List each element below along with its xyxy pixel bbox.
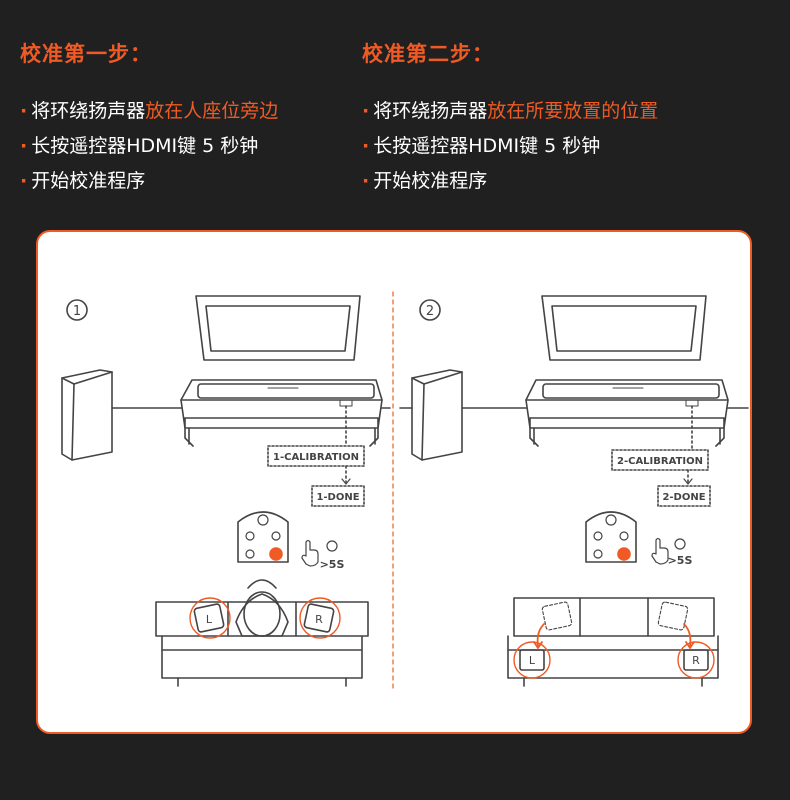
bullet-dot: · xyxy=(20,170,28,192)
tv-icon xyxy=(195,295,361,361)
hand-pointer-icon xyxy=(651,537,669,565)
calibration-box xyxy=(611,449,709,471)
step2-bullet: ·长按遥控器HDMI键 5 秒钟 xyxy=(362,129,742,164)
move-arrow-right-icon xyxy=(683,623,692,647)
tv-stand-icon xyxy=(525,379,729,447)
speaker-left-label: L xyxy=(206,613,213,626)
setup-diagram: 1 xyxy=(61,291,749,693)
bullet-text: 长按遥控器HDMI键 5 秒钟 xyxy=(31,135,259,157)
speaker-origin-right xyxy=(657,601,689,631)
bullet-dot: · xyxy=(362,135,370,157)
hand-pointer-icon xyxy=(301,539,319,567)
step-number-circle xyxy=(66,299,88,321)
bullet-dot: · xyxy=(362,100,370,122)
speaker-right-label: R xyxy=(315,613,323,626)
tv-stand-icon xyxy=(180,379,383,447)
clock-icon xyxy=(326,540,338,552)
done-box xyxy=(657,485,711,507)
step2-title: 校准第二步： xyxy=(362,42,494,66)
speaker-highlight-ring xyxy=(189,597,231,639)
bullet-highlight: 放在人座位旁边 xyxy=(145,100,279,122)
speaker-origin-left xyxy=(541,601,573,631)
speaker-highlight-ring xyxy=(677,641,715,679)
arrow-down-icon xyxy=(341,478,351,485)
bullet-dot: · xyxy=(362,170,370,192)
step2-bullets: ·将环绕扬声器放在所要放置的位置 ·长按遥控器HDMI键 5 秒钟 ·开始校准程… xyxy=(362,94,742,199)
done-box xyxy=(311,485,365,507)
speaker-right-label: R xyxy=(692,654,700,667)
bullet-text: 开始校准程序 xyxy=(373,170,488,192)
subwoofer-icon xyxy=(411,369,463,461)
clock-icon xyxy=(674,538,686,550)
calibration-label: 1-CALIBRATION xyxy=(273,452,359,463)
scene-step1: 1 xyxy=(61,295,391,687)
step1-bullet: ·开始校准程序 xyxy=(20,164,400,199)
hold-time-label: >5S xyxy=(668,554,693,567)
soundbar-icon xyxy=(197,383,375,399)
arrow-down-icon xyxy=(683,478,693,485)
remote-icon xyxy=(237,511,289,563)
step-number: 2 xyxy=(426,304,434,319)
calibration-label: 2-CALIBRATION xyxy=(617,456,703,467)
remote-icon xyxy=(585,511,637,563)
speaker-highlight-ring xyxy=(513,641,551,679)
step1-title: 校准第一步： xyxy=(20,42,152,66)
display-icon xyxy=(339,399,353,407)
step-number: 1 xyxy=(73,304,81,319)
speaker-left-label: L xyxy=(529,654,536,667)
speaker-highlight-ring xyxy=(299,597,341,639)
bullet-text: 将环绕扬声器 xyxy=(373,100,488,122)
sofa-icon xyxy=(155,601,369,687)
surround-speaker-left xyxy=(193,603,225,633)
surround-speaker-right xyxy=(683,649,709,671)
step1-bullet: ·长按遥控器HDMI键 5 秒钟 xyxy=(20,129,400,164)
scene-step2: 2 xyxy=(399,295,749,687)
calibration-box xyxy=(267,445,365,467)
move-arrow-left-icon xyxy=(536,623,545,647)
bullet-highlight: 放在所要放置的位置 xyxy=(487,100,659,122)
bullet-text: 开始校准程序 xyxy=(31,170,146,192)
step1-bullet: ·将环绕扬声器放在人座位旁边 xyxy=(20,94,400,129)
soundbar-icon xyxy=(542,383,720,399)
step2-bullet: ·开始校准程序 xyxy=(362,164,742,199)
surround-speaker-left xyxy=(519,649,545,671)
bullet-text: 将环绕扬声器 xyxy=(31,100,146,122)
bullet-dot: · xyxy=(20,100,28,122)
tv-icon xyxy=(541,295,707,361)
hdmi-button-icon xyxy=(617,547,631,561)
person-icon xyxy=(235,579,289,637)
display-icon xyxy=(685,399,699,407)
subwoofer-icon xyxy=(61,369,113,461)
done-label: 1-DONE xyxy=(316,492,359,503)
hold-time-label: >5S xyxy=(320,558,345,571)
surround-speaker-right xyxy=(303,603,335,633)
step-number-circle xyxy=(419,299,441,321)
done-label: 2-DONE xyxy=(662,492,705,503)
step1-bullets: ·将环绕扬声器放在人座位旁边 ·长按遥控器HDMI键 5 秒钟 ·开始校准程序 xyxy=(20,94,400,199)
bullet-text: 长按遥控器HDMI键 5 秒钟 xyxy=(373,135,601,157)
diagram-panel: 1 xyxy=(36,230,752,734)
hdmi-button-icon xyxy=(269,547,283,561)
bullet-dot: · xyxy=(20,135,28,157)
step2-bullet: ·将环绕扬声器放在所要放置的位置 xyxy=(362,94,742,129)
